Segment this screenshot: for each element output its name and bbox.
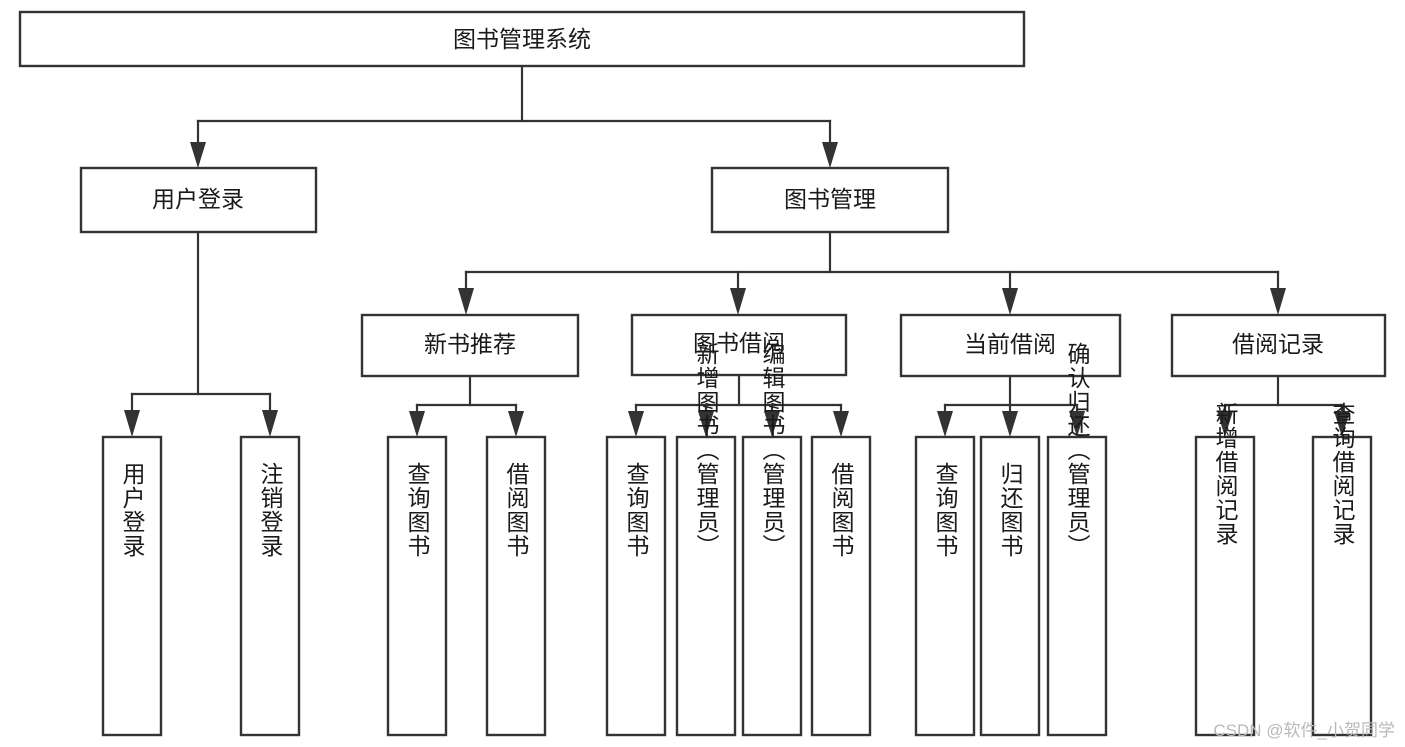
node-leaf-borrow-book-2-label: 借阅图书 bbox=[828, 462, 855, 558]
node-new-book-recommend-label: 新书推荐 bbox=[424, 331, 516, 357]
node-leaf-confirm-return-label: 确认归还（管理员） bbox=[1064, 342, 1091, 558]
node-leaf-add-book-label: 新增图书（管理员） bbox=[693, 342, 720, 558]
arrow-bm-to-current-borrow-icon bbox=[1002, 288, 1018, 315]
connector-group-book-management bbox=[458, 230, 1286, 315]
node-leaf-borrow-book-1[interactable]: 借阅图书 bbox=[485, 435, 547, 737]
node-book-borrow-label: 图书借阅 bbox=[693, 330, 785, 356]
arrow-root-to-book-management-icon bbox=[822, 142, 838, 168]
node-borrow-record-box[interactable] bbox=[1170, 313, 1387, 378]
node-user-login[interactable]: 用户登录 bbox=[79, 166, 318, 234]
arrow-bm-to-book-borrow-icon bbox=[730, 288, 746, 315]
connector-group-new-book-recommend bbox=[409, 374, 524, 437]
node-leaf-borrow-book-1-box[interactable] bbox=[485, 435, 547, 737]
node-borrow-record-label: 借阅记录 bbox=[1232, 331, 1324, 357]
node-leaf-query-book-2-label: 查询图书 bbox=[623, 462, 650, 558]
arrow-cb-l3-icon bbox=[1069, 411, 1085, 437]
node-leaf-query-book-3-box[interactable] bbox=[914, 435, 976, 737]
node-leaf-return-book-label: 归还图书 bbox=[997, 462, 1024, 558]
arrow-user-login-l2-icon bbox=[262, 410, 278, 437]
node-leaf-query-book-3[interactable]: 查询图书 bbox=[914, 435, 976, 737]
node-leaf-borrow-book-1-label: 借阅图书 bbox=[503, 462, 530, 558]
node-leaf-borrow-book-2-box[interactable] bbox=[810, 435, 872, 737]
node-current-borrow-box[interactable] bbox=[899, 313, 1122, 378]
node-book-borrow[interactable]: 图书借阅 bbox=[630, 313, 848, 377]
node-leaf-add-book-box[interactable] bbox=[675, 435, 737, 737]
node-leaf-logout-login[interactable]: 注销登录 bbox=[239, 435, 301, 737]
node-book-management[interactable]: 图书管理 bbox=[710, 166, 950, 234]
arrow-root-to-user-login-icon bbox=[190, 142, 206, 168]
node-leaf-query-book-1[interactable]: 查询图书 bbox=[386, 435, 448, 737]
node-leaf-add-borrow-record[interactable]: 新增借阅记录 bbox=[1194, 402, 1256, 737]
arrow-cb-l1-icon bbox=[937, 411, 953, 437]
connector-group-book-borrow bbox=[628, 373, 849, 437]
node-leaf-query-borrow-record[interactable]: 查询借阅记录 bbox=[1311, 402, 1373, 737]
connector-group-borrow-record bbox=[1217, 374, 1350, 437]
node-leaf-add-borrow-record-label: 新增借阅记录 bbox=[1212, 402, 1239, 546]
node-leaf-add-borrow-record-box[interactable] bbox=[1194, 435, 1256, 737]
node-leaf-confirm-return-box[interactable] bbox=[1046, 435, 1108, 737]
node-leaf-query-book-3-label: 查询图书 bbox=[932, 462, 959, 558]
node-leaf-query-book-2[interactable]: 查询图书 bbox=[605, 435, 667, 737]
node-leaf-query-borrow-record-label: 查询借阅记录 bbox=[1329, 402, 1356, 546]
node-leaf-edit-book-label: 编辑图书（管理员） bbox=[759, 342, 786, 558]
node-leaf-query-borrow-record-box[interactable] bbox=[1311, 435, 1373, 737]
connector-group-root bbox=[190, 64, 838, 168]
node-leaf-query-book-1-box[interactable] bbox=[386, 435, 448, 737]
node-leaf-edit-book[interactable]: 编辑图书（管理员） bbox=[741, 342, 803, 737]
connector-group-current-borrow bbox=[937, 374, 1085, 437]
arrow-bm-to-borrow-record-icon bbox=[1270, 288, 1286, 315]
node-leaf-borrow-book-2[interactable]: 借阅图书 bbox=[810, 435, 872, 737]
node-book-management-box[interactable] bbox=[710, 166, 950, 234]
arrow-bb-l2-icon bbox=[698, 411, 714, 437]
node-borrow-record[interactable]: 借阅记录 bbox=[1170, 313, 1387, 378]
node-leaf-edit-book-box[interactable] bbox=[741, 435, 803, 737]
node-leaf-user-login-label: 用户登录 bbox=[119, 462, 146, 558]
arrow-bb-l3-icon bbox=[764, 411, 780, 437]
node-current-borrow[interactable]: 当前借阅 bbox=[899, 313, 1122, 378]
node-root-label: 图书管理系统 bbox=[453, 26, 591, 52]
node-leaf-logout-login-label: 注销登录 bbox=[257, 462, 284, 558]
node-root[interactable]: 图书管理系统 bbox=[18, 10, 1026, 68]
arrow-bb-l4-icon bbox=[833, 411, 849, 437]
node-leaf-query-book-2-box[interactable] bbox=[605, 435, 667, 737]
node-leaf-user-login[interactable]: 用户登录 bbox=[101, 435, 163, 737]
arrow-nbr-l2-icon bbox=[508, 411, 524, 437]
arrow-br-l2-icon bbox=[1334, 411, 1350, 437]
arrow-bb-l1-icon bbox=[628, 411, 644, 437]
connector-group-user-login bbox=[124, 230, 278, 437]
node-book-borrow-box[interactable] bbox=[630, 313, 848, 377]
node-leaf-add-book[interactable]: 新增图书（管理员） bbox=[675, 342, 737, 737]
node-leaf-confirm-return[interactable]: 确认归还（管理员） bbox=[1046, 342, 1108, 737]
node-leaf-logout-login-box[interactable] bbox=[239, 435, 301, 737]
node-book-management-label: 图书管理 bbox=[784, 186, 876, 212]
node-new-book-recommend[interactable]: 新书推荐 bbox=[360, 313, 580, 378]
node-user-login-label: 用户登录 bbox=[152, 186, 244, 212]
node-root-box[interactable] bbox=[18, 10, 1026, 68]
arrow-br-l1-icon bbox=[1217, 411, 1233, 437]
node-user-login-box[interactable] bbox=[79, 166, 318, 234]
arrow-nbr-l1-icon bbox=[409, 411, 425, 437]
node-leaf-user-login-box[interactable] bbox=[101, 435, 163, 737]
arrow-user-login-l1-icon bbox=[124, 410, 140, 437]
arrow-cb-l2-icon bbox=[1002, 411, 1018, 437]
arrow-bm-to-new-book-recommend-icon bbox=[458, 288, 474, 315]
node-current-borrow-label: 当前借阅 bbox=[964, 331, 1056, 357]
node-leaf-return-book-box[interactable] bbox=[979, 435, 1041, 737]
node-leaf-return-book[interactable]: 归还图书 bbox=[979, 435, 1041, 737]
node-leaf-query-book-1-label: 查询图书 bbox=[404, 462, 431, 558]
node-new-book-recommend-box[interactable] bbox=[360, 313, 580, 378]
